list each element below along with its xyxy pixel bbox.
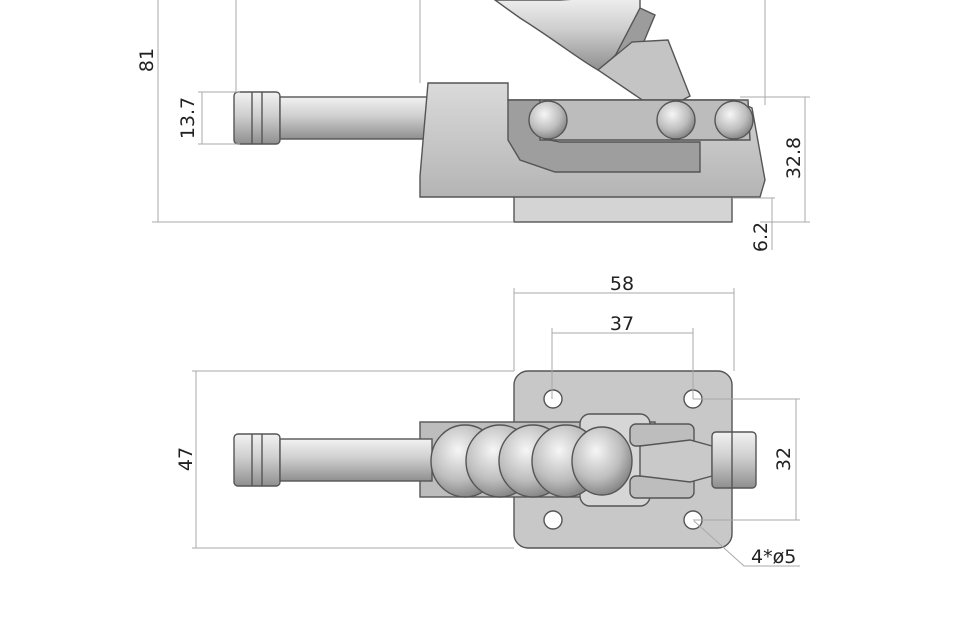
dim-hole-spacing-y: 32 bbox=[773, 447, 795, 471]
dim-knob-dia-side: 13.7 bbox=[177, 97, 199, 139]
pivot-pin-2 bbox=[656, 100, 696, 140]
dim-holes: 4*ø5 bbox=[751, 546, 796, 568]
handle-disc-5 bbox=[571, 426, 633, 496]
dim-base-length: 58 bbox=[610, 273, 634, 295]
pivot-end bbox=[711, 431, 757, 489]
dim-body-height: 32.8 bbox=[783, 137, 805, 179]
pivot-pin-1 bbox=[528, 100, 568, 140]
mounting-hole-1 bbox=[543, 389, 563, 409]
dim-hole-spacing-x: 37 bbox=[610, 313, 634, 335]
plunger-rod-top bbox=[279, 438, 433, 482]
pivot-pin-3 bbox=[714, 100, 754, 140]
dim-base-thickness: 6.2 bbox=[750, 222, 772, 252]
linkage-yoke bbox=[639, 439, 713, 483]
dim-overall-height: 81 bbox=[136, 48, 158, 72]
top-view bbox=[233, 370, 757, 549]
plunger-rod bbox=[279, 96, 433, 140]
side-view bbox=[233, 0, 766, 223]
plunger-knob bbox=[233, 91, 281, 145]
base-plate-side bbox=[513, 195, 733, 223]
side-view-dimensions bbox=[152, 0, 810, 250]
plunger-knob-top bbox=[233, 433, 281, 487]
dim-base-width: 47 bbox=[175, 447, 197, 471]
mounting-hole-3 bbox=[543, 510, 563, 530]
top-view-dimensions bbox=[192, 288, 800, 567]
